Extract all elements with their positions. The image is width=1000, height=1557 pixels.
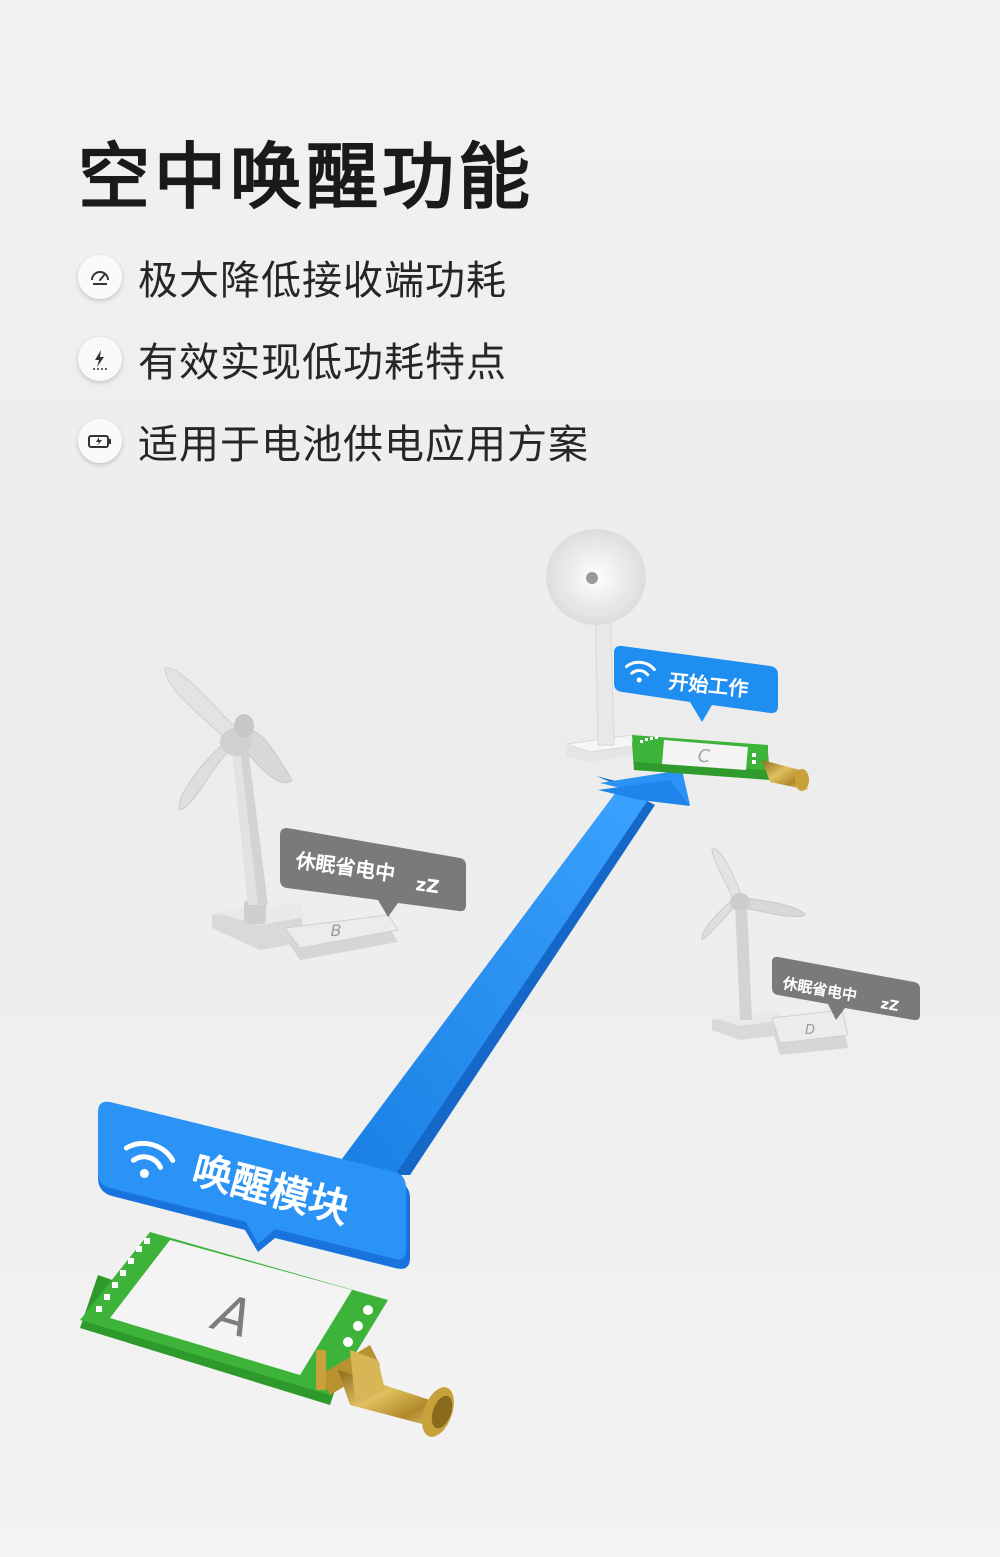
wifi-icon (123, 1141, 176, 1179)
module-a: A (80, 1232, 454, 1437)
page-title: 空中唤醒功能 (78, 135, 535, 219)
fan-c (546, 529, 649, 762)
feature-item-power: 极大降低接收端功耗 (78, 248, 507, 306)
module-c-letter: C (698, 746, 711, 767)
wake-bubble-a: 唤醒模块 (98, 1101, 410, 1269)
battery-charging-icon (78, 419, 122, 463)
feature-item-low-power: 有效实现低功耗特点 (78, 330, 507, 388)
working-bubble-c: 开始工作 (614, 645, 778, 722)
module-c: C (632, 735, 809, 791)
sleep-bubble-d-zz: zZ (879, 996, 900, 1015)
wake-signal-arrow (330, 770, 690, 1175)
module-d-letter: D (805, 1023, 815, 1038)
module-b-letter: B (331, 921, 342, 940)
sleep-bubble-b-zz: zZ (414, 874, 440, 898)
feature-label: 极大降低接收端功耗 (138, 258, 507, 304)
sleep-bubble-b: 休眠省电中 zZ (280, 828, 466, 917)
windmill-d (701, 847, 806, 1040)
wifi-icon (624, 660, 656, 683)
feature-label: 适用于电池供电应用方案 (138, 422, 589, 468)
windmill-b (164, 667, 305, 950)
module-d: D (771, 1009, 849, 1055)
lightning-icon (78, 337, 122, 381)
power-gauge-icon (78, 255, 122, 299)
sma-antenna-connector (316, 1345, 454, 1437)
module-b: B (284, 914, 399, 960)
pcb-pads (96, 1238, 150, 1312)
feature-item-battery: 适用于电池供电应用方案 (78, 412, 589, 470)
feature-label: 有效实现低功耗特点 (138, 340, 507, 386)
sleep-bubble-d: 休眠省电中 zZ (772, 956, 920, 1021)
